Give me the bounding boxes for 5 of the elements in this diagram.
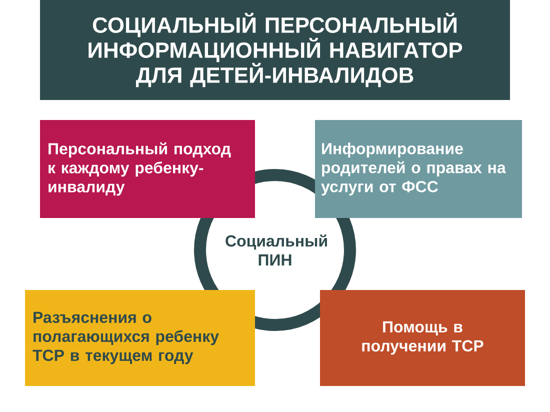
info-box: Помощь в получении ТСР: [320, 290, 525, 386]
info-box: Информирование родителей о правах на услуги от ФСС: [315, 120, 522, 218]
title-banner: СОЦИАЛЬНЫЙ ПЕРСОНАЛЬНЫЙ ИНФОРМАЦИОННЫЙ НАВИГАТОР ДЛЯ ДЕТЕЙ-ИНВАЛИДОВ: [40, 0, 510, 100]
info-box: Персональный подход к каждому ребенку-инвалиду: [40, 120, 255, 218]
info-box: Разъяснения о полагающихся ребенку ТСР в текущем году: [25, 290, 255, 386]
